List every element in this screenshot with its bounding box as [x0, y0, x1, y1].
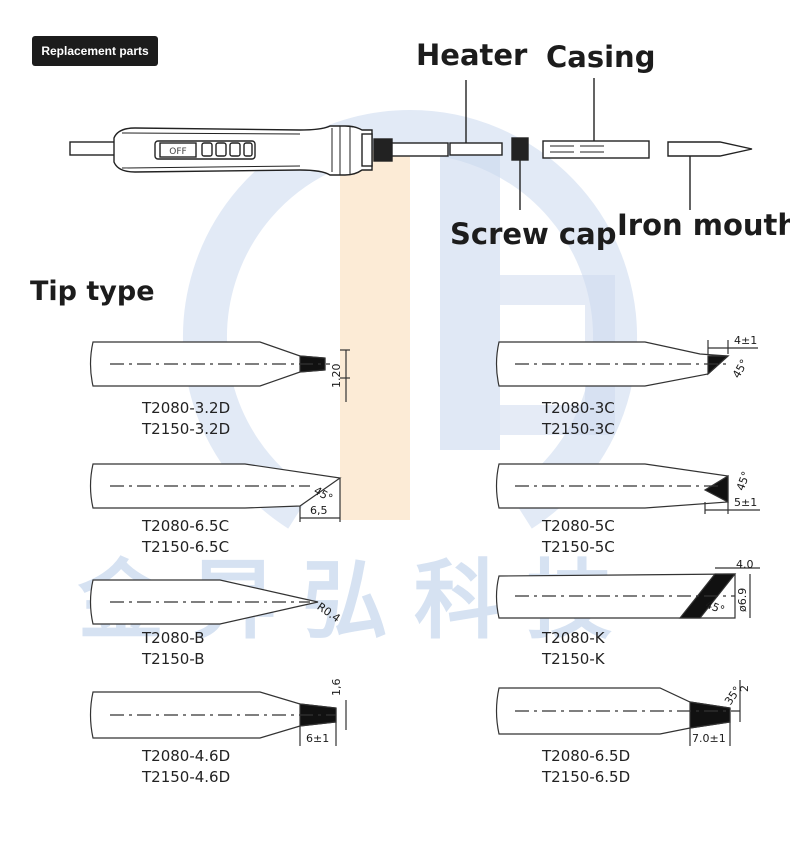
dim-label: 6±1: [306, 732, 330, 745]
replacement-parts-badge: Replacement parts: [32, 36, 158, 66]
tip-5C: [495, 463, 760, 514]
dim-label: 4±1: [734, 334, 758, 347]
dim-label: 2: [738, 685, 751, 692]
tip-4.6D: [89, 691, 347, 746]
display-text: OFF: [169, 147, 186, 157]
heater: [449, 142, 503, 156]
dim-label: 4.0: [736, 558, 754, 571]
iron-mouth-label: Iron mouth: [617, 208, 790, 242]
tip-6.5D: [495, 680, 741, 746]
soldering-iron-diagram: OFF: [69, 78, 753, 210]
heater-label: Heater: [416, 38, 528, 72]
tip-3C: [495, 340, 758, 387]
dim-label: 6,5: [310, 504, 328, 517]
dim-label: 7.0±1: [692, 732, 726, 745]
tips-diagram: [89, 340, 760, 746]
casing-label: Casing: [546, 40, 656, 74]
iron-mouth: [667, 141, 753, 157]
dim-label: ø6.9: [736, 587, 749, 612]
dim-label: 1.20: [330, 363, 343, 389]
tip-B: [89, 579, 319, 625]
screw-cap-label: Screw cap: [450, 217, 617, 251]
screw-cap: [511, 137, 529, 161]
casing: [542, 140, 650, 159]
tip-6.5C: [89, 463, 342, 522]
tip-3.2D: [89, 341, 350, 402]
tip-type-title: Tip type: [30, 276, 155, 307]
tip-K: [495, 567, 760, 619]
dim-label: 5±1: [734, 496, 758, 509]
dim-label: 1,6: [330, 678, 343, 697]
